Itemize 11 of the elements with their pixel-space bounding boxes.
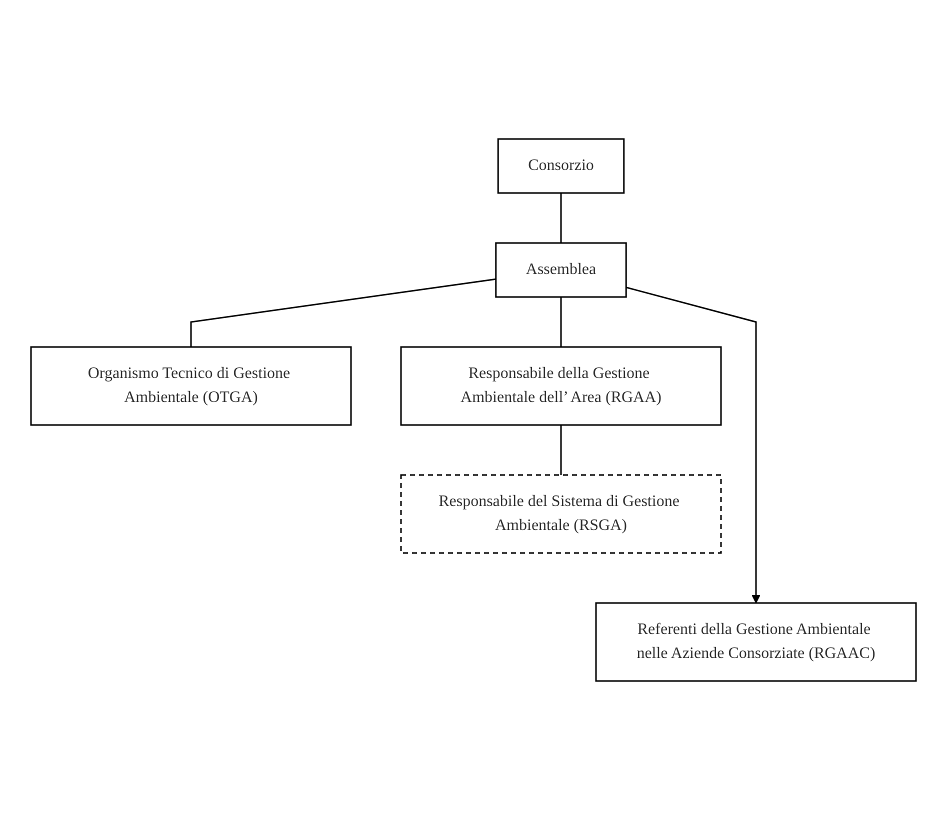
node-box: Assemblea bbox=[495, 242, 627, 298]
node-box: Consorzio bbox=[497, 138, 625, 194]
arrow bbox=[626, 286, 760, 604]
node-box: Responsabile della Gestione Ambientale dell’ Area (RGAA) bbox=[400, 346, 722, 426]
node-box: Organismo Tecnico di Gestione Ambientale (OTGA) bbox=[30, 346, 352, 426]
node-box: Responsabile del Sistema di Gestione Ambientale (RSGA) bbox=[400, 474, 722, 554]
node-box: Referenti della Gestione Ambientale nelle Aziende Consorziate (RGAAC) bbox=[595, 602, 917, 682]
connector bbox=[190, 278, 496, 347]
connector bbox=[560, 297, 562, 347]
connector bbox=[560, 193, 562, 243]
connector bbox=[560, 425, 562, 475]
